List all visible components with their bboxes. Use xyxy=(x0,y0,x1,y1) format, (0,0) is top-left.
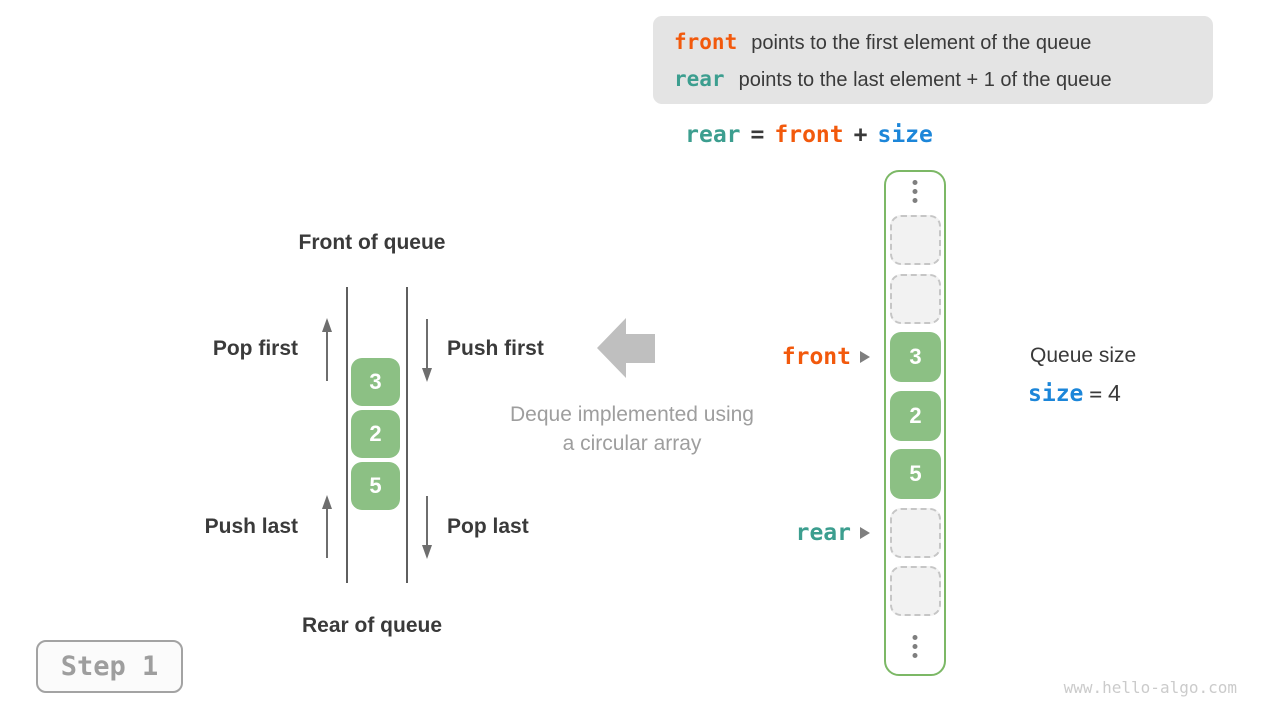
array-cell-empty xyxy=(890,566,941,616)
queue-size-value-line: size=4 xyxy=(1028,380,1121,407)
push-last-label: Push last xyxy=(204,515,298,538)
formula-size: size xyxy=(877,122,933,148)
array-cell-rear xyxy=(890,508,941,558)
formula-front: front xyxy=(774,122,844,148)
pop-first-up-arrow-icon xyxy=(322,318,332,381)
caption-line-2: a circular array xyxy=(562,432,702,455)
formula-equals: = xyxy=(750,122,765,148)
pointer-explanation-box: front points to the first element of the… xyxy=(653,16,1213,104)
front-explanation-text: points to the first element of the queue xyxy=(751,32,1092,54)
diagram-caption: Deque implemented using a circular array xyxy=(470,400,794,458)
queue-cell: 3 xyxy=(351,358,400,406)
ellipsis-bottom-icon xyxy=(912,635,918,658)
formula-plus: + xyxy=(853,122,868,148)
queue-size-title: Queue size xyxy=(1030,344,1137,367)
front-keyword: front xyxy=(674,30,738,54)
caption-line-1: Deque implemented using xyxy=(510,403,754,426)
array-cell-front: 3 xyxy=(890,332,941,382)
array-cell: 2 xyxy=(890,391,941,441)
formula-rear: rear xyxy=(685,122,741,148)
front-pointer: front xyxy=(782,342,870,372)
left-block-arrow-icon xyxy=(597,318,655,378)
array-cell-empty xyxy=(890,215,941,265)
queue-cell: 5 xyxy=(351,462,400,510)
array-cell: 5 xyxy=(890,449,941,499)
push-first-down-arrow-icon xyxy=(422,319,432,382)
watermark: www.hello-algo.com xyxy=(1063,678,1237,697)
rear-pointer-label: rear xyxy=(795,520,851,546)
pop-first-label: Pop first xyxy=(212,337,298,360)
rear-pointer: rear xyxy=(796,518,870,548)
queue-channel-right-wall xyxy=(406,287,408,583)
rear-of-queue-label: Rear of queue xyxy=(301,614,443,637)
pop-last-label: Pop last xyxy=(447,515,529,538)
front-pointer-arrow-icon xyxy=(860,351,870,363)
array-cell-empty xyxy=(890,274,941,324)
queue-cell: 2 xyxy=(351,410,400,458)
front-explanation-line: front points to the first element of the… xyxy=(674,24,1213,61)
rear-keyword: rear xyxy=(674,67,725,91)
rear-explanation-line: rear points to the last element + 1 of t… xyxy=(674,61,1213,98)
size-variable: size xyxy=(1028,381,1084,407)
push-first-label: Push first xyxy=(447,337,544,360)
ellipsis-top-icon xyxy=(912,180,918,203)
queue-channel-left-wall xyxy=(346,287,348,583)
push-last-up-arrow-icon xyxy=(322,495,332,558)
front-pointer-label: front xyxy=(781,344,851,370)
rear-pointer-arrow-icon xyxy=(860,527,870,539)
step-badge: Step 1 xyxy=(36,640,183,693)
front-of-queue-label: Front of queue xyxy=(298,231,446,254)
size-equals: = xyxy=(1089,382,1103,406)
circular-array-container: 3 2 5 xyxy=(884,170,946,676)
pop-last-down-arrow-icon xyxy=(422,496,432,559)
size-value: 4 xyxy=(1108,380,1121,406)
rear-formula: rear = front + size xyxy=(653,121,965,149)
rear-explanation-text: points to the last element + 1 of the qu… xyxy=(738,69,1112,91)
